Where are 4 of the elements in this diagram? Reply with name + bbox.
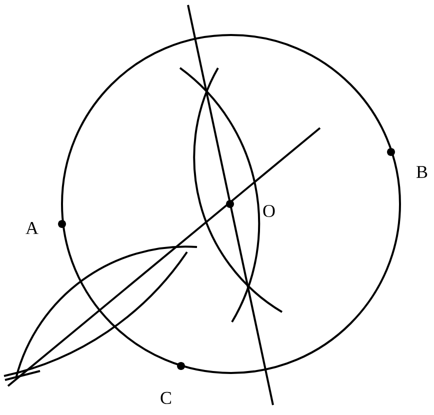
point-label: A [26,222,38,234]
point-label: O [263,204,275,218]
point-label: B [416,166,428,178]
point-label: C [160,392,171,404]
